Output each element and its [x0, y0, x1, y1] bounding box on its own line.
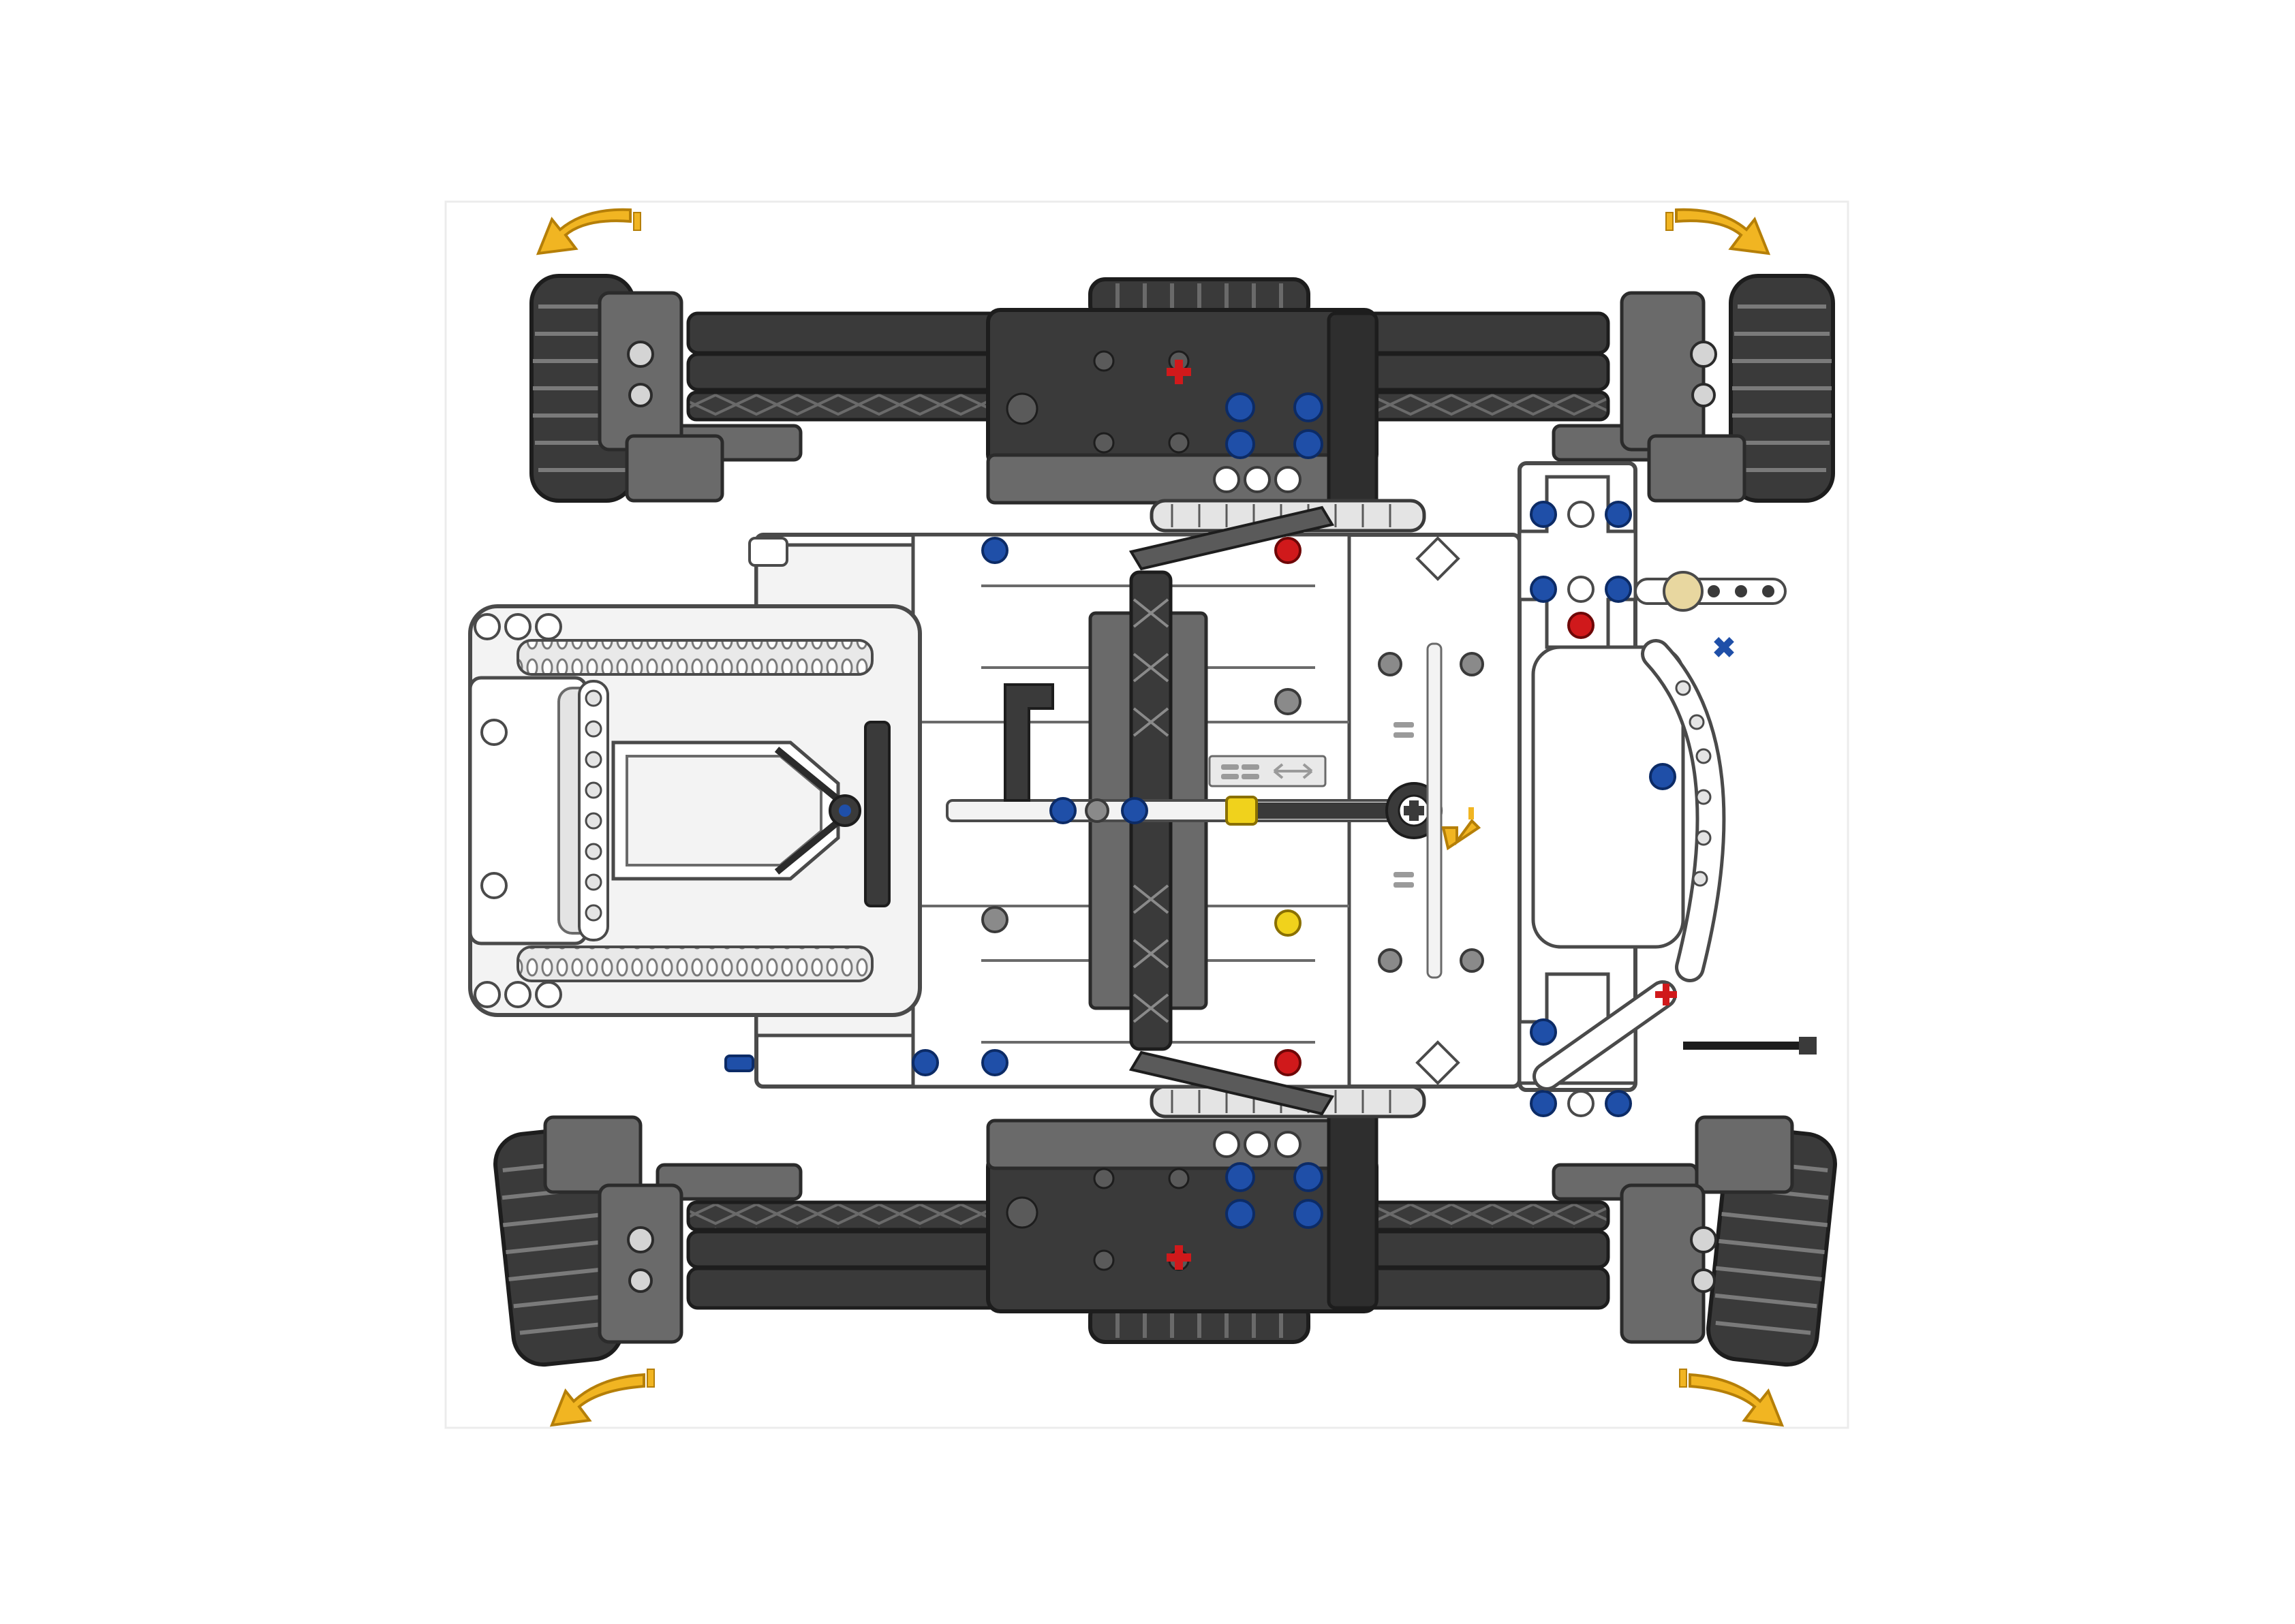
rotate-arrow-icon [536, 208, 641, 255]
yellow-connector [1225, 796, 1258, 826]
front-top-pins [1530, 501, 1632, 639]
blue-axle-stub [724, 1055, 754, 1072]
rotate-arrow-icon [549, 1369, 655, 1427]
top-axle-assembly [656, 277, 1699, 513]
front-steering-assembly [1518, 461, 1817, 1117]
double-arrow-icon [1273, 763, 1313, 779]
wheel-top-left [529, 274, 724, 503]
chassis-blue-pins [912, 537, 1148, 1076]
wheel-bottom-right [1620, 1115, 1837, 1367]
chassis-red-pin-bottom [1274, 1049, 1301, 1076]
wheel-bottom-left [493, 1115, 683, 1367]
top-red-axle-pin [1167, 360, 1191, 384]
bottom-white-bushes [1213, 1131, 1301, 1158]
bottom-axle-assembly [656, 1108, 1699, 1344]
rotate-arrow-icon [1679, 1369, 1785, 1427]
slide-hint-marks [1221, 764, 1259, 779]
rotate-arrow-icon [1665, 208, 1771, 255]
bottom-vertical-beam [1327, 1108, 1378, 1310]
top-vertical-beam [1327, 311, 1378, 513]
engine-block [468, 604, 922, 1017]
chassis-gray-pins [981, 652, 1484, 973]
chassis-red-pin-top [1274, 537, 1301, 564]
front-bottom-pins [1530, 1018, 1632, 1117]
wheel-top-right [1620, 274, 1835, 503]
slide-arrow-icon [1441, 807, 1481, 851]
slide-hint-tile [1208, 755, 1327, 787]
top-white-bushes [1213, 466, 1301, 493]
chassis-yellow-pin [1274, 909, 1301, 937]
bottom-blue-pins [1225, 1162, 1323, 1229]
bottom-red-axle-pin [1167, 1245, 1191, 1270]
top-blue-pins [1225, 392, 1323, 459]
